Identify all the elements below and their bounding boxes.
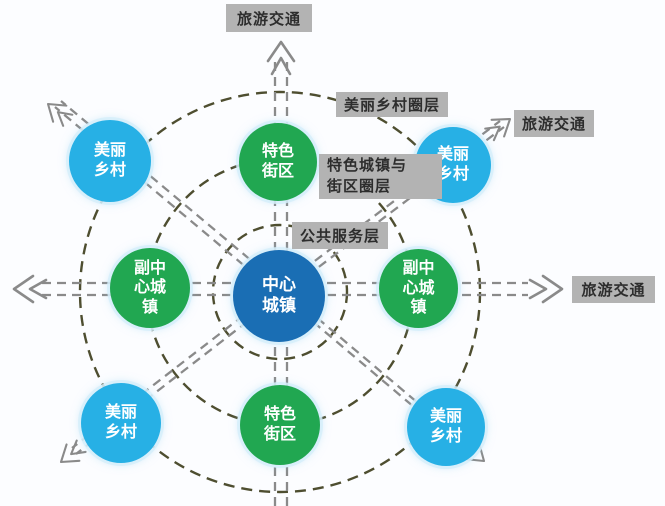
node-label: 特色街区 [261, 143, 294, 180]
node-center-town: 中心城镇 [233, 250, 325, 342]
traffic-label-top: 旅游交通 [226, 4, 312, 32]
node-label: 特色街区 [263, 406, 296, 443]
ring-public-service [211, 223, 349, 361]
ring-label-line2: 街区圈层 [327, 177, 392, 195]
node-label: 美丽乡村 [429, 408, 462, 445]
ring-label-beautiful-village: 美丽乡村圈层 [336, 92, 448, 117]
node-beautiful-village-bottom-right: 美丽乡村 [407, 388, 485, 466]
node-label: 副中心城镇 [133, 259, 166, 316]
node-label: 副中心城镇 [402, 260, 435, 317]
ring-label-public-service: 公共服务层 [292, 222, 388, 249]
node-sub-center-town-left: 副中心城镇 [110, 248, 190, 328]
traffic-label-top-right: 旅游交通 [514, 110, 594, 137]
arrowhead-east-icon [528, 274, 564, 304]
arrowhead-west-icon [12, 274, 48, 304]
node-beautiful-village-top-left: 美丽乡村 [69, 120, 151, 202]
node-label: 中心城镇 [262, 275, 296, 315]
arrowhead-northeast-icon [484, 117, 512, 142]
node-feature-block-top: 特色街区 [239, 123, 317, 201]
node-feature-block-bottom: 特色街区 [240, 385, 320, 465]
node-beautiful-village-bottom-left: 美丽乡村 [81, 383, 161, 463]
ring-label-town-and-block: 特色城镇与 街区圈层 [319, 154, 442, 199]
arrowhead-southwest-icon [59, 439, 87, 464]
node-label: 美丽乡村 [93, 142, 126, 179]
arrowhead-north-icon [266, 40, 296, 76]
ring-label-line1: 特色城镇与 [327, 157, 408, 175]
arrowhead-northwest-icon [46, 102, 74, 127]
traffic-label-right: 旅游交通 [572, 276, 655, 303]
node-label: 美丽乡村 [104, 404, 137, 441]
node-sub-center-town-right: 副中心城镇 [379, 249, 458, 328]
ring-beautiful-village [78, 90, 482, 494]
node-label: 美丽乡村 [436, 146, 469, 183]
